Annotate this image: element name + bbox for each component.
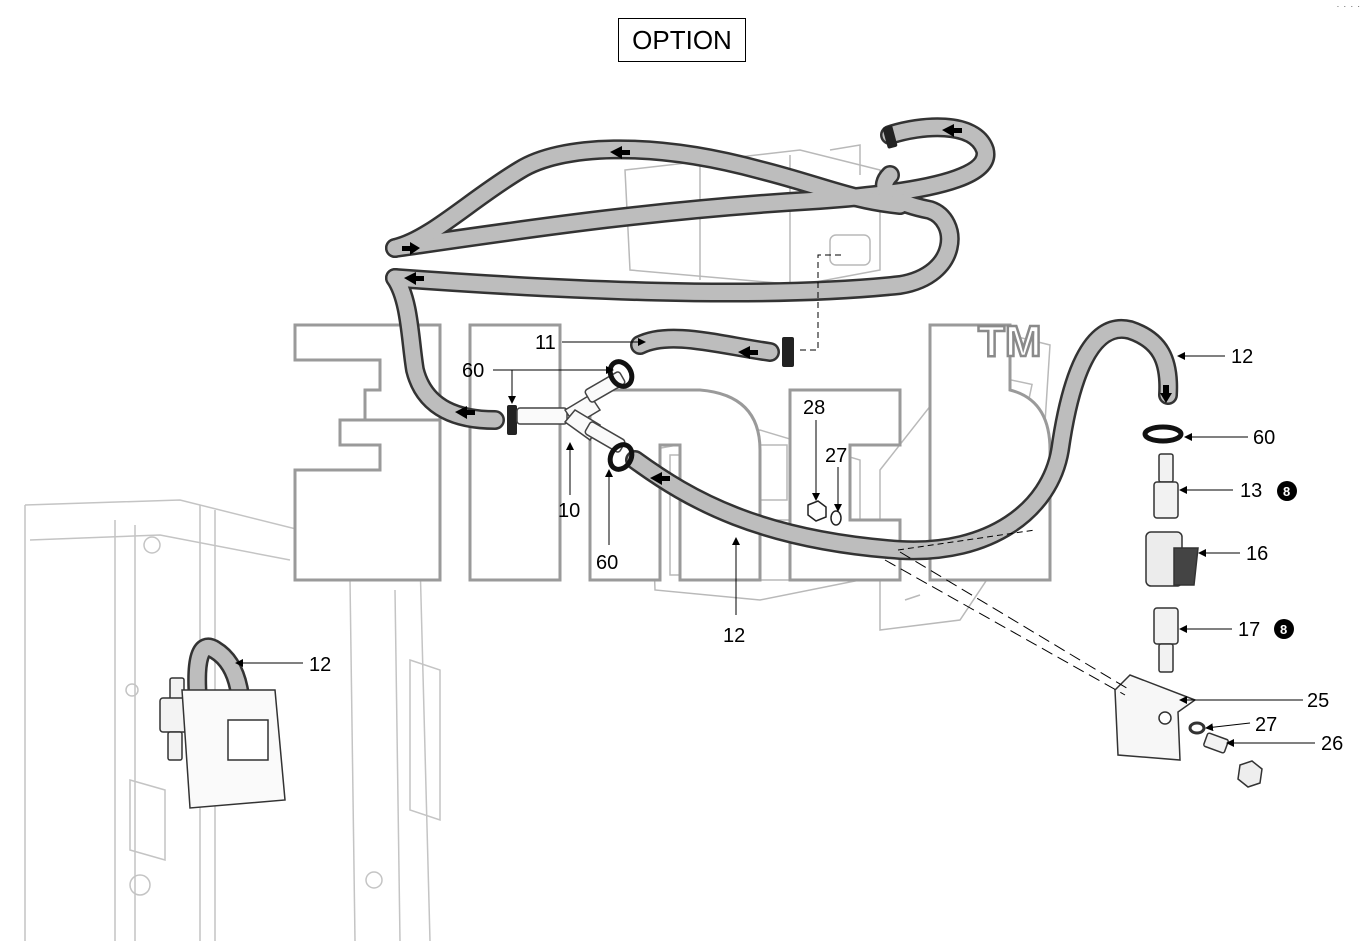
callout-13: 13 — [1240, 480, 1262, 502]
callout-28: 28 — [803, 397, 825, 419]
machine-frame-left — [24, 499, 441, 941]
callout-12-left: 12 — [309, 654, 331, 676]
right-fittings — [1114, 453, 1263, 788]
callout-12-right: 12 — [1231, 346, 1253, 368]
watermark-logo: TM — [293, 316, 1052, 582]
lower-left-fittings — [159, 677, 286, 809]
o-rings — [607, 359, 1184, 472]
callout-17: 17 — [1238, 619, 1260, 641]
y-fitting — [516, 371, 626, 453]
callout-60-lower: 60 — [596, 552, 618, 574]
callout-27-upper: 27 — [825, 445, 847, 467]
leader-lines — [235, 254, 1315, 747]
hose-group — [187, 117, 1179, 800]
callout-labels: 11 60 10 60 28 27 12 12 12 60 13 16 17 2… — [309, 332, 1343, 755]
callout-10: 10 — [558, 500, 580, 522]
callout-16: 16 — [1246, 543, 1268, 565]
callout-27-right: 27 — [1255, 714, 1277, 736]
flow-arrows — [402, 124, 1172, 485]
callout-26: 26 — [1321, 733, 1343, 755]
torque-badge-13 — [1277, 481, 1297, 501]
callout-60-right: 60 — [1253, 427, 1275, 449]
trademark-symbol: TM — [978, 317, 1042, 366]
torque-badge-17 — [1274, 619, 1294, 639]
callout-60-upper: 60 — [462, 360, 484, 382]
torque-badges: 8 8 — [1274, 481, 1297, 639]
callout-25: 25 — [1307, 690, 1329, 712]
option-label: OPTION — [618, 18, 746, 62]
callout-12-center: 12 — [723, 625, 745, 647]
hose-clamps — [507, 125, 898, 435]
small-parts — [807, 500, 842, 526]
torque-badge-13-label: 8 — [1283, 484, 1290, 499]
corner-mark: · · · · — [1336, 2, 1361, 11]
torque-badge-17-label: 8 — [1280, 622, 1287, 637]
callout-11: 11 — [535, 332, 556, 354]
